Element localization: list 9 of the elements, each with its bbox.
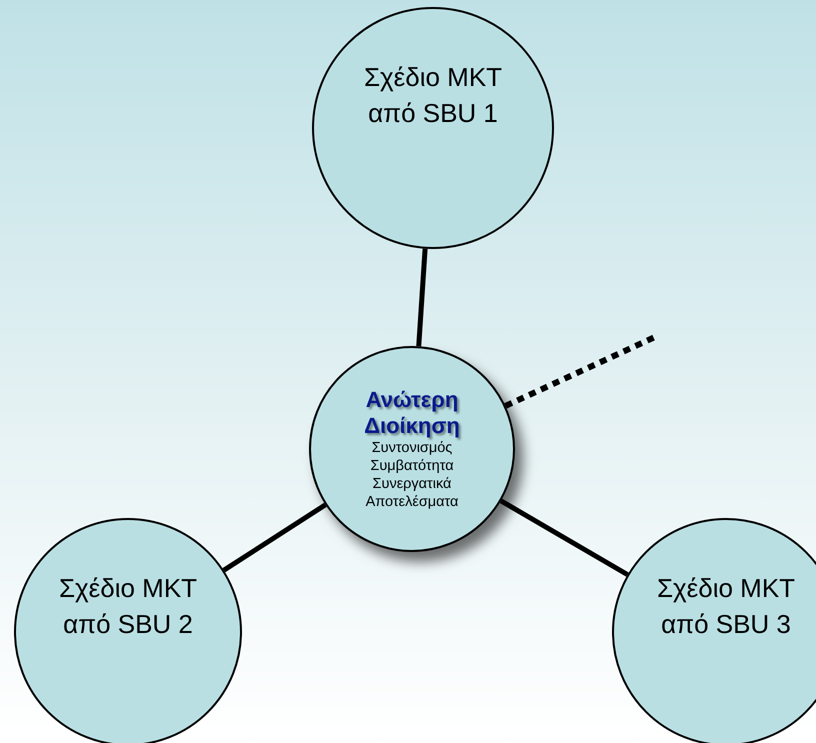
connector-line	[222, 502, 327, 572]
node-label: Σχέδιο MKT από SBU 2	[58, 572, 198, 641]
node-text: Συντονισμός Συμβατότητα Συνεργατικά Αποτελέσματα	[364, 439, 460, 511]
node-label: Σχέδιο MKT από SBU 3	[656, 572, 796, 641]
node-title: Ανώτερη Διοίκηση	[363, 387, 461, 439]
node-label: Σχέδιο MKT από SBU 1	[362, 61, 504, 130]
dotted-line	[504, 334, 656, 409]
connector-line	[416, 248, 428, 346]
connector-line	[500, 498, 629, 577]
